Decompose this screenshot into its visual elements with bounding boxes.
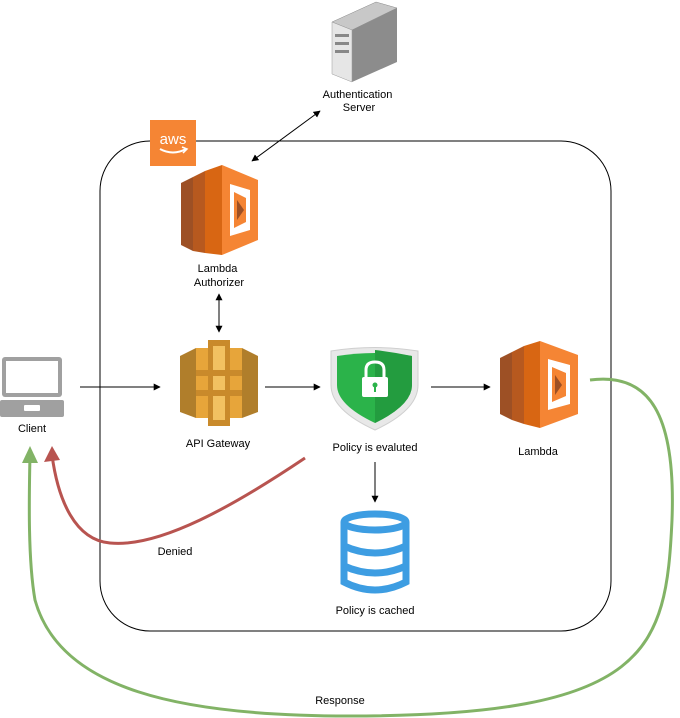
response-label: Response: [315, 695, 365, 707]
api-gateway-icon: [180, 340, 258, 426]
denied-label: Denied: [158, 546, 193, 558]
svg-text:Lambda Authorizer: Lambda Authorizer: [194, 263, 244, 289]
aws-cloud-boundary: [99, 140, 612, 632]
client-label: Client: [18, 423, 46, 435]
server-icon: [331, 1, 398, 83]
lambda-authorizer-icon: [181, 165, 258, 255]
svg-text:Authentication Server: Authentication Server: [323, 89, 396, 114]
edge-denied: [50, 454, 306, 545]
response-arrowhead: [22, 446, 38, 463]
edge-auth-server-lambda-authorizer: [251, 110, 321, 162]
lambda-authorizer-label-line1: Lambda: [198, 263, 239, 275]
aws-logo: aws: [150, 120, 196, 166]
database-icon: [340, 510, 410, 594]
laptop-icon: [0, 357, 64, 417]
policy-cached-label: Policy is cached: [336, 605, 415, 617]
edge-response: [27, 377, 674, 718]
api-gateway-label: API Gateway: [186, 438, 251, 450]
denied-arrowhead: [44, 446, 60, 462]
aws-logo-text: aws: [160, 131, 187, 148]
auth-server-label-line1: Authentication: [323, 89, 393, 101]
shield-lock-icon: [330, 347, 419, 431]
lambda-label: Lambda: [518, 446, 559, 458]
lambda-authorizer-label-line2: Authorizer: [194, 277, 244, 289]
policy-evaluated-label: Policy is evaluted: [333, 442, 418, 454]
lambda-icon: [500, 341, 578, 428]
auth-server-label-line2: Server: [343, 102, 376, 114]
